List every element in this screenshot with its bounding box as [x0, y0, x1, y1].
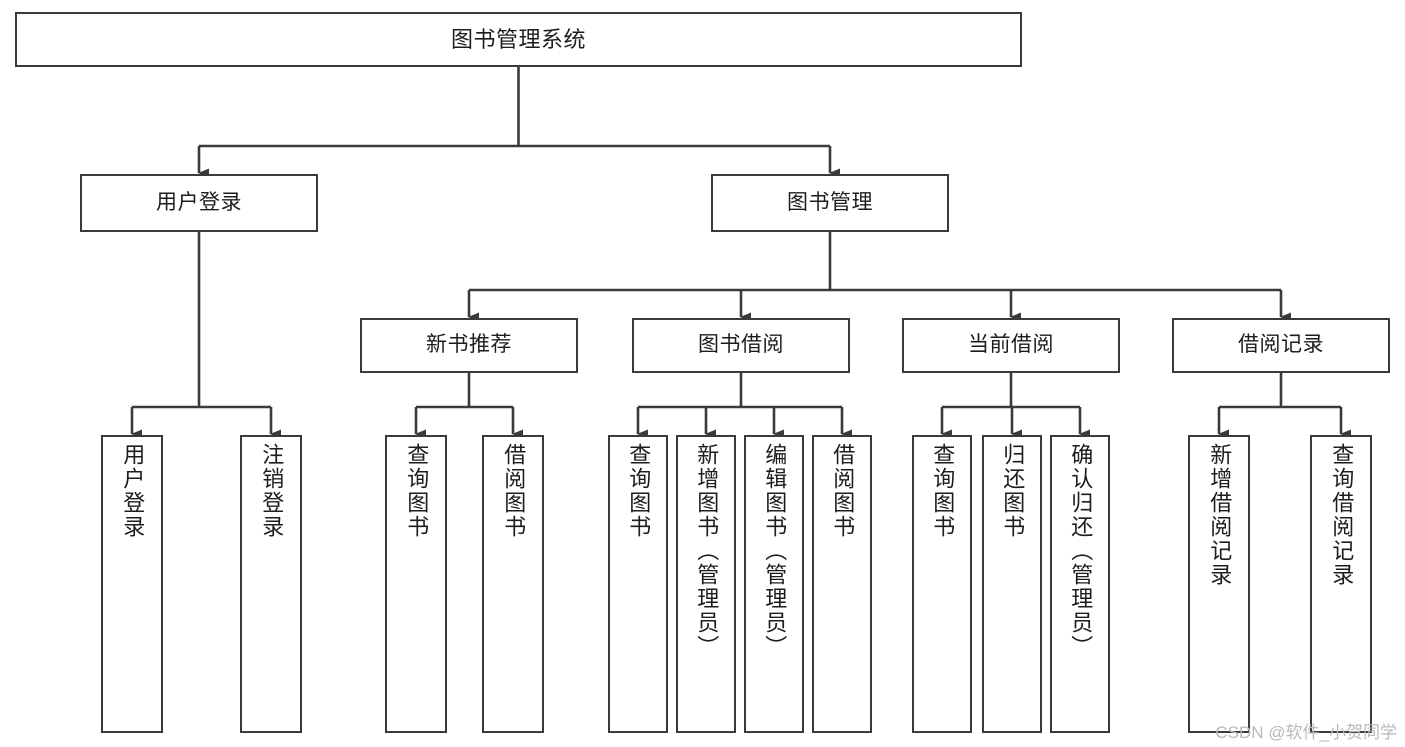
node-borrow[interactable]: 图书借阅 — [632, 318, 850, 373]
node-label-bookmgmt: 图书管理 — [787, 190, 873, 214]
node-leaf-bor-query[interactable]: 查询图书 — [608, 435, 668, 733]
watermark-text: CSDN @软件_小贺同学 — [1215, 723, 1397, 742]
node-records[interactable]: 借阅记录 — [1172, 318, 1390, 373]
node-newbook[interactable]: 新书推荐 — [360, 318, 578, 373]
node-current[interactable]: 当前借阅 — [902, 318, 1120, 373]
node-leaf-rec-add[interactable]: 新增借阅记录 — [1188, 435, 1250, 733]
node-login[interactable]: 用户登录 — [80, 174, 318, 232]
node-leaf-new-borrow[interactable]: 借阅图书 — [482, 435, 544, 733]
node-leaf-bor-add[interactable]: 新增图书（管理员） — [676, 435, 736, 733]
node-label-leaf-cur-return: 归还图书 — [1000, 443, 1026, 539]
node-label-leaf-bor-query: 查询图书 — [626, 443, 652, 539]
node-label-leaf-bor-edit: 编辑图书（管理员） — [762, 443, 788, 659]
node-label-login: 用户登录 — [156, 190, 242, 214]
node-label-borrow: 图书借阅 — [698, 333, 784, 357]
node-label-leaf-new-query: 查询图书 — [404, 443, 430, 539]
node-leaf-cur-query[interactable]: 查询图书 — [912, 435, 972, 733]
node-label-records: 借阅记录 — [1238, 333, 1324, 357]
node-label-leaf-bor-add: 新增图书（管理员） — [694, 443, 720, 659]
node-label-leaf-user-login: 用户登录 — [120, 443, 146, 539]
node-bookmgmt[interactable]: 图书管理 — [711, 174, 949, 232]
node-leaf-rec-query[interactable]: 查询借阅记录 — [1310, 435, 1372, 733]
node-label-leaf-rec-query: 查询借阅记录 — [1329, 443, 1355, 587]
node-label-leaf-cur-query: 查询图书 — [930, 443, 956, 539]
node-root[interactable]: 图书管理系统 — [15, 12, 1022, 67]
node-leaf-bor-edit[interactable]: 编辑图书（管理员） — [744, 435, 804, 733]
node-leaf-cur-return[interactable]: 归还图书 — [982, 435, 1042, 733]
node-label-root: 图书管理系统 — [450, 26, 586, 52]
node-leaf-user-login[interactable]: 用户登录 — [101, 435, 163, 733]
node-label-current: 当前借阅 — [968, 333, 1054, 357]
node-leaf-cur-confirm[interactable]: 确认归还（管理员） — [1050, 435, 1110, 733]
node-leaf-new-query[interactable]: 查询图书 — [385, 435, 447, 733]
node-label-leaf-cur-confirm: 确认归还（管理员） — [1068, 443, 1094, 659]
node-label-leaf-bor-borrow: 借阅图书 — [830, 443, 856, 539]
node-label-leaf-user-logout: 注销登录 — [259, 443, 285, 539]
node-label-newbook: 新书推荐 — [426, 333, 512, 357]
node-label-leaf-new-borrow: 借阅图书 — [501, 443, 527, 539]
node-label-leaf-rec-add: 新增借阅记录 — [1207, 443, 1233, 587]
node-leaf-user-logout[interactable]: 注销登录 — [240, 435, 302, 733]
node-leaf-bor-borrow[interactable]: 借阅图书 — [812, 435, 872, 733]
